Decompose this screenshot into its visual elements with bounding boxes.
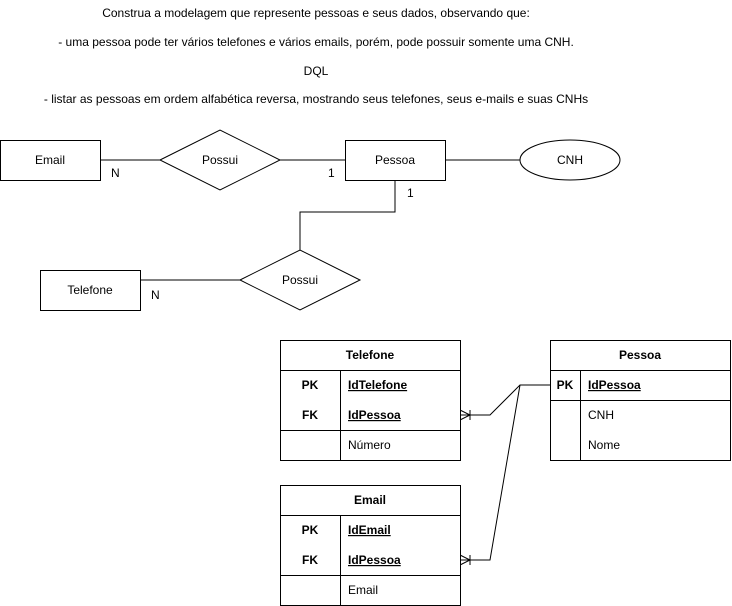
table-telefone-field-2: IdPessoa (348, 408, 401, 422)
requirement-line-4: - listar as pessoas em ordem alfabética … (43, 92, 589, 106)
table-pessoa-field-1: IdPessoa (588, 378, 641, 392)
table-telefone-key-2: FK (302, 408, 318, 422)
table-pessoa-field-2: CNH (588, 408, 614, 422)
requirement-line-1: Construa a modelagem que represente pess… (102, 6, 530, 20)
table-telefone-key-1: PK (302, 378, 319, 392)
table-email-field-2: IdPessoa (348, 553, 401, 567)
table-pessoa-field-3: Nome (588, 438, 620, 452)
relationship-possui-bottom-label: Possui (282, 273, 318, 287)
entity-email[interactable]: Email (0, 140, 101, 181)
table-pessoa-key-1: PK (557, 378, 574, 392)
cardinality-email: N (111, 166, 120, 180)
fk-link-email-pessoa (460, 384, 521, 561)
entity-telefone-label: Telefone (67, 283, 113, 297)
table-telefone[interactable]: Telefone PK IdTelefone FK IdPessoa Númer… (280, 340, 461, 461)
table-telefone-title: Telefone (346, 348, 395, 362)
cardinality-pessoa-left: 1 (328, 166, 335, 180)
dql-heading: DQL (303, 64, 329, 78)
relationship-possui-top-label: Possui (202, 153, 238, 167)
table-pessoa[interactable]: Pessoa PK IdPessoa CNH Nome (550, 340, 731, 461)
entity-email-label: Email (35, 153, 65, 167)
table-email-key-2: FK (302, 553, 318, 567)
table-email-title: Email (354, 493, 386, 507)
crowfoot-email (459, 554, 472, 566)
table-email[interactable]: Email PK IdEmail FK IdPessoa Email (280, 485, 461, 606)
table-email-key-1: PK (302, 523, 319, 537)
table-email-field-1: IdEmail (348, 523, 391, 537)
crowfoot-telefone (459, 409, 472, 421)
attribute-cnh[interactable]: CNH (519, 139, 621, 181)
attribute-cnh-label: CNH (557, 153, 583, 167)
fk-link-telefone-pessoa (460, 384, 550, 416)
table-telefone-field-1: IdTelefone (348, 378, 407, 392)
table-email-field-3: Email (348, 583, 378, 597)
entity-pessoa[interactable]: Pessoa (345, 140, 446, 181)
relationship-possui-top[interactable]: Possui (158, 129, 282, 191)
requirement-line-2: - uma pessoa pode ter vários telefones e… (58, 35, 574, 49)
relationship-possui-bottom[interactable]: Possui (238, 249, 362, 311)
entity-pessoa-label: Pessoa (375, 153, 415, 167)
entity-telefone[interactable]: Telefone (40, 270, 141, 311)
table-telefone-field-3: Número (348, 438, 391, 452)
cardinality-pessoa-bottom: 1 (407, 186, 414, 200)
cardinality-telefone: N (151, 288, 160, 302)
table-pessoa-title: Pessoa (619, 348, 661, 362)
edge-pessoa-possui-bottom (299, 180, 396, 250)
